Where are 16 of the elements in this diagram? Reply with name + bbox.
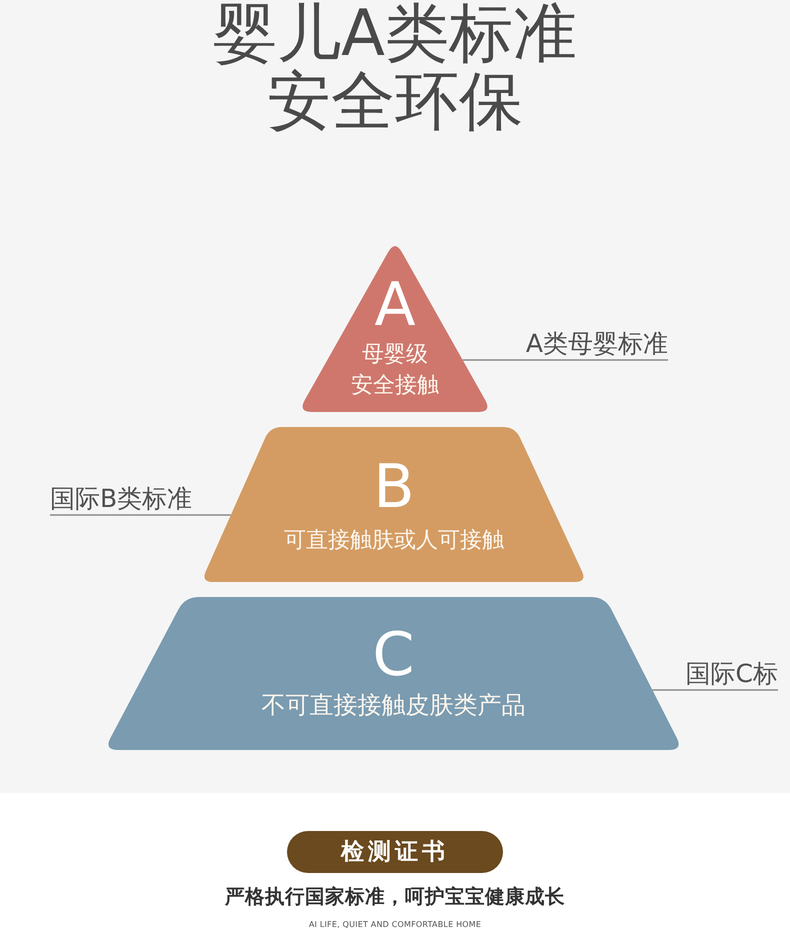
tier-letter: C: [372, 625, 414, 685]
standard-label: 国际C标: [686, 658, 778, 690]
standard-label: 国际B类标准: [50, 483, 192, 515]
tier-description: 不可直接接触皮肤类产品: [262, 690, 526, 720]
standard-label: A类母婴标准: [526, 328, 668, 360]
tier-letter: B: [373, 457, 415, 517]
heading-pill: 检测证书: [287, 831, 503, 873]
leader-line: [652, 689, 778, 691]
tier-description: 可直接触肤或人可接触: [284, 527, 504, 555]
tagline-text: AI LIFE, QUIET AND COMFORTABLE HOME: [308, 920, 482, 930]
leader-line: [50, 514, 231, 516]
tier-description: 母婴级安全接触: [351, 341, 439, 400]
leader-line: [462, 359, 668, 361]
tier-letter: A: [374, 275, 416, 335]
title: 婴儿A类标准安全环保: [212, 0, 578, 136]
slogan-text: 严格执行国家标准，呵护宝宝健康成长: [225, 884, 565, 910]
